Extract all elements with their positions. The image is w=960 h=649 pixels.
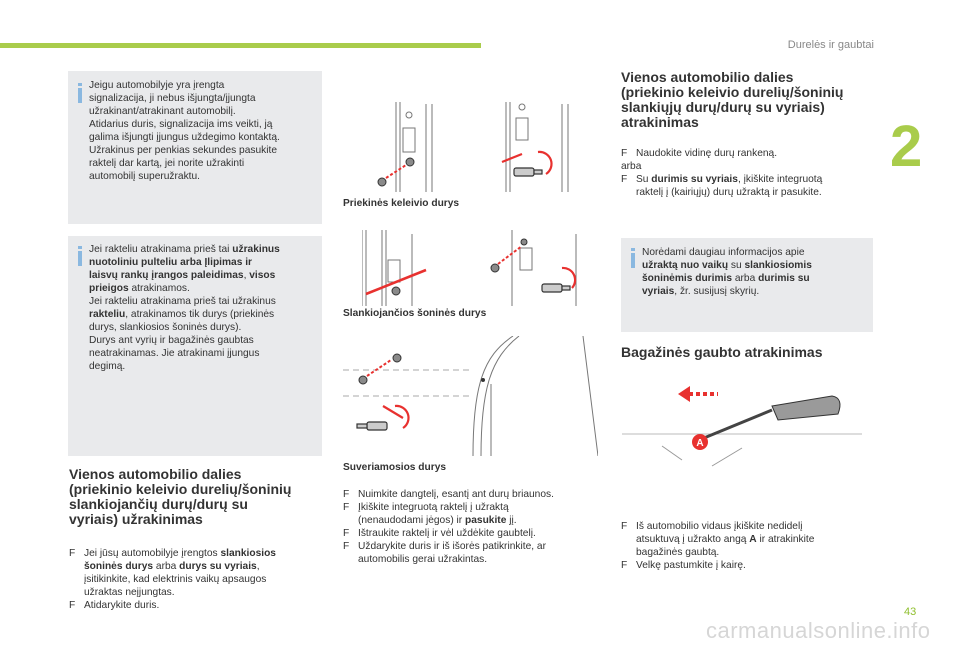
list-item: F Įkiškite integruotą raktelį į užraktą(… <box>343 502 517 526</box>
screw-icon <box>377 157 415 187</box>
info-box-alarm: Jeigu automobilyje yra įrengta signaliza… <box>68 71 322 224</box>
caption-front-door: Priekinės keleivio durys <box>343 198 460 209</box>
lock-steps-list: F Jei jūsų automobilyje įrengtos slankio… <box>69 547 329 612</box>
list-item: F Jei jūsų automobilyje įrengtos slankio… <box>69 548 276 598</box>
lock-point <box>481 378 485 382</box>
trunk-steps-list: F Iš automobilio vidaus įkiškite nedidel… <box>621 520 883 572</box>
watermark: carmanualsonline.info <box>706 618 931 643</box>
page-number: 43 <box>904 606 917 618</box>
figure-sliding-door <box>362 230 577 306</box>
list-item: F Uždarykite duris ir iš išorės patikrin… <box>343 541 546 565</box>
info-text-key-unlock: Jei rakteliu atrakinama prieš tai užraki… <box>89 244 280 372</box>
trunk-section-title: Bagažinės gaubto atrakinimas <box>621 344 823 360</box>
info-icon <box>78 246 82 266</box>
unlock-section-title: Vienos automobilio dalies (priekinio kel… <box>621 69 844 130</box>
chapter-number: 2 <box>890 114 923 179</box>
key-icon <box>541 283 571 293</box>
screwdriver-icon <box>703 395 841 440</box>
info-text-alarm: Jeigu automobilyje yra įrengta signaliza… <box>89 80 280 182</box>
figure-front-door <box>377 102 569 192</box>
caption-sliding-door: Slankiojančios šoninės durys <box>343 308 487 319</box>
key-icon <box>513 167 543 177</box>
caption-hinged-door: Suveriamosios durys <box>343 462 447 473</box>
info-box-key-unlock: Jei rakteliu atrakinama prieš tai užraki… <box>68 236 322 456</box>
key-icon <box>356 421 388 431</box>
list-item: arba <box>621 161 642 172</box>
label-a-badge <box>692 434 708 450</box>
chapter-title: Durelės ir gaubtai <box>787 39 874 51</box>
figure-trunk: A <box>622 386 862 467</box>
list-item: F Su durimis su vyriais, įkiškite integr… <box>621 174 823 198</box>
info-icon <box>78 83 82 103</box>
top-accent-bar <box>0 43 481 48</box>
lock-section-title: Vienos automobilio dalies (priekinio kel… <box>69 466 292 527</box>
info-text-child-lock: Norėdami daugiau informacijos apie užrak… <box>642 247 812 297</box>
label-a: A <box>696 438 703 449</box>
screw-icon <box>391 238 528 296</box>
info-box-child-lock: Norėdami daugiau informacijos apie užrak… <box>621 238 873 332</box>
figure-hinged-door <box>343 336 598 456</box>
list-item: F Iš automobilio vidaus įkiškite nedidel… <box>621 521 815 558</box>
screw-icon <box>358 353 402 385</box>
info-icon <box>631 248 635 268</box>
